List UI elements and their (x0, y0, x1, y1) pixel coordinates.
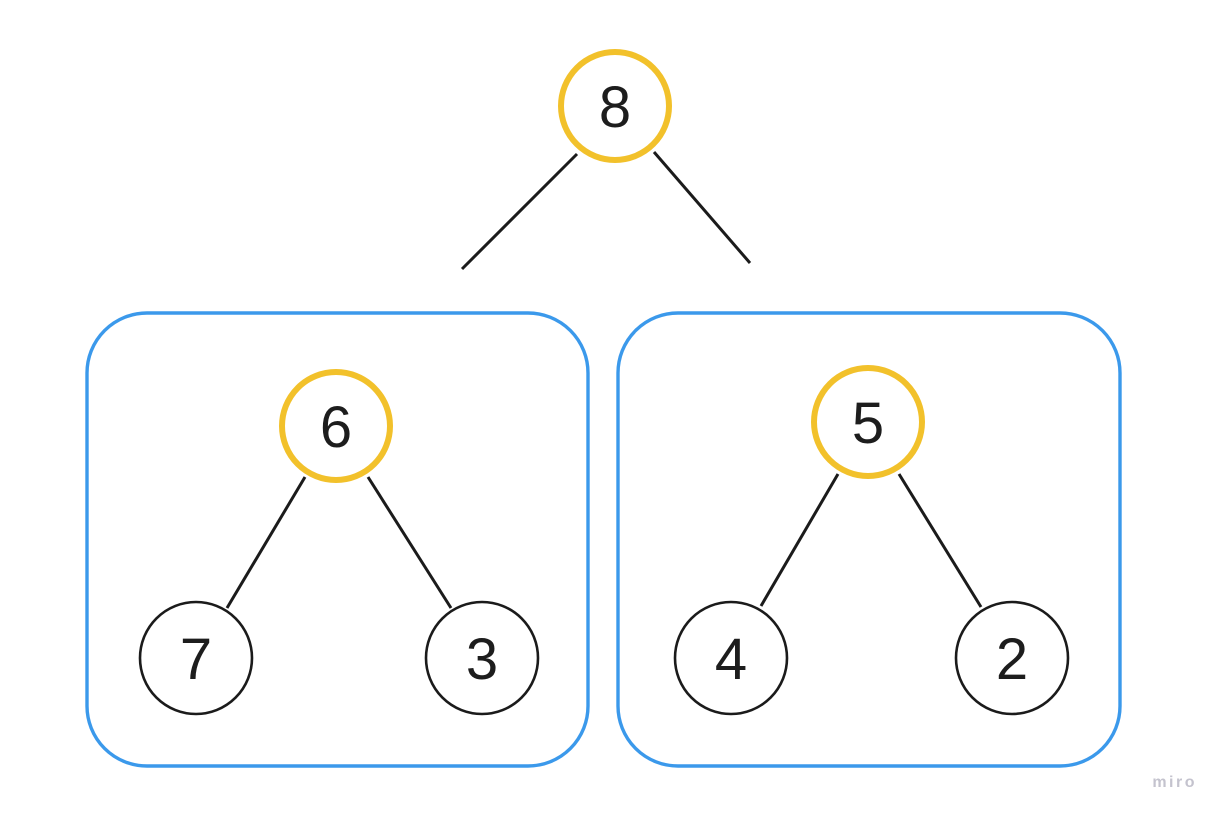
node-value: 6 (320, 395, 352, 460)
miro-watermark: miro (1152, 774, 1197, 791)
tree-node-right-child-1[interactable]: 4 (673, 600, 789, 716)
tree-node-right-root[interactable]: 5 (811, 365, 925, 479)
node-circle[interactable] (138, 600, 254, 716)
node-value: 7 (180, 627, 212, 692)
node-value: 8 (599, 75, 631, 140)
left-subtree-frame[interactable] (85, 311, 590, 768)
edge-6-to-3[interactable] (366, 476, 453, 609)
edge-5-to-2[interactable] (897, 473, 983, 608)
edge-root-to-right-subtree[interactable] (652, 151, 752, 264)
node-circle[interactable] (424, 600, 540, 716)
node-circle[interactable] (279, 369, 393, 483)
tree-node-right-child-2[interactable]: 2 (954, 600, 1070, 716)
node-circle[interactable] (673, 600, 789, 716)
tree-node-left-child-2[interactable]: 3 (424, 600, 540, 716)
node-value: 2 (996, 627, 1028, 692)
node-value: 3 (466, 627, 498, 692)
edge-root-to-left-subtree[interactable] (460, 152, 579, 271)
node-value: 5 (852, 391, 884, 456)
tree-node-root[interactable]: 8 (558, 49, 672, 163)
edge-5-to-4[interactable] (759, 473, 840, 607)
tree-node-left-root[interactable]: 6 (279, 369, 393, 483)
node-circle[interactable] (558, 49, 672, 163)
edge-6-to-7[interactable] (225, 476, 307, 609)
node-circle[interactable] (954, 600, 1070, 716)
node-circle[interactable] (811, 365, 925, 479)
node-value: 4 (715, 627, 747, 692)
tree-node-left-child-1[interactable]: 7 (138, 600, 254, 716)
right-subtree-frame[interactable] (616, 311, 1122, 768)
